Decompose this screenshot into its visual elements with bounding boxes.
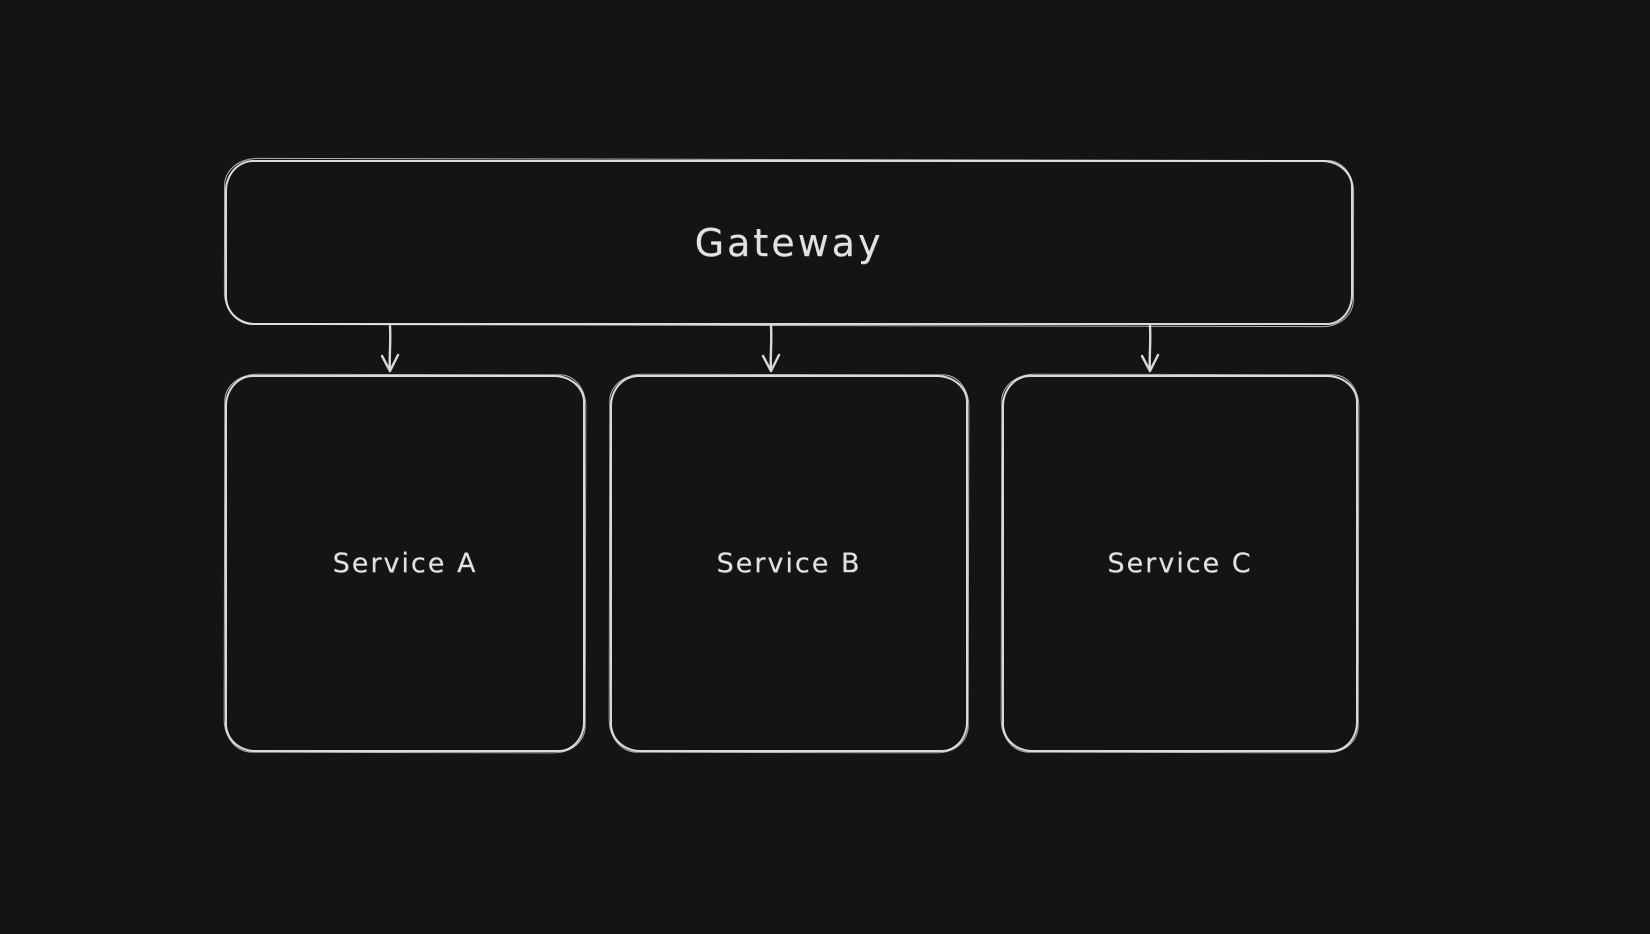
node-service-c[interactable]: Service C [1002, 375, 1358, 752]
arrow-stem [388, 324, 392, 373]
arrowhead-icon [1140, 353, 1160, 373]
arrowhead-icon [380, 353, 400, 373]
node-gateway-label: Gateway [694, 220, 884, 265]
arrow-stem [769, 324, 773, 373]
node-service-a[interactable]: Service A [225, 375, 585, 752]
edge-arrow-gateway-service-c [1140, 324, 1160, 373]
node-service-c-label: Service C [1107, 548, 1253, 579]
arrow-stem [1148, 324, 1152, 373]
node-service-b-label: Service B [716, 548, 862, 579]
node-service-b[interactable]: Service B [610, 375, 968, 752]
edge-arrow-gateway-service-a [380, 324, 400, 373]
node-service-a-label: Service A [332, 548, 478, 579]
edge-arrow-gateway-service-b [761, 324, 781, 373]
node-gateway[interactable]: Gateway [225, 160, 1353, 325]
arrowhead-icon [761, 353, 781, 373]
